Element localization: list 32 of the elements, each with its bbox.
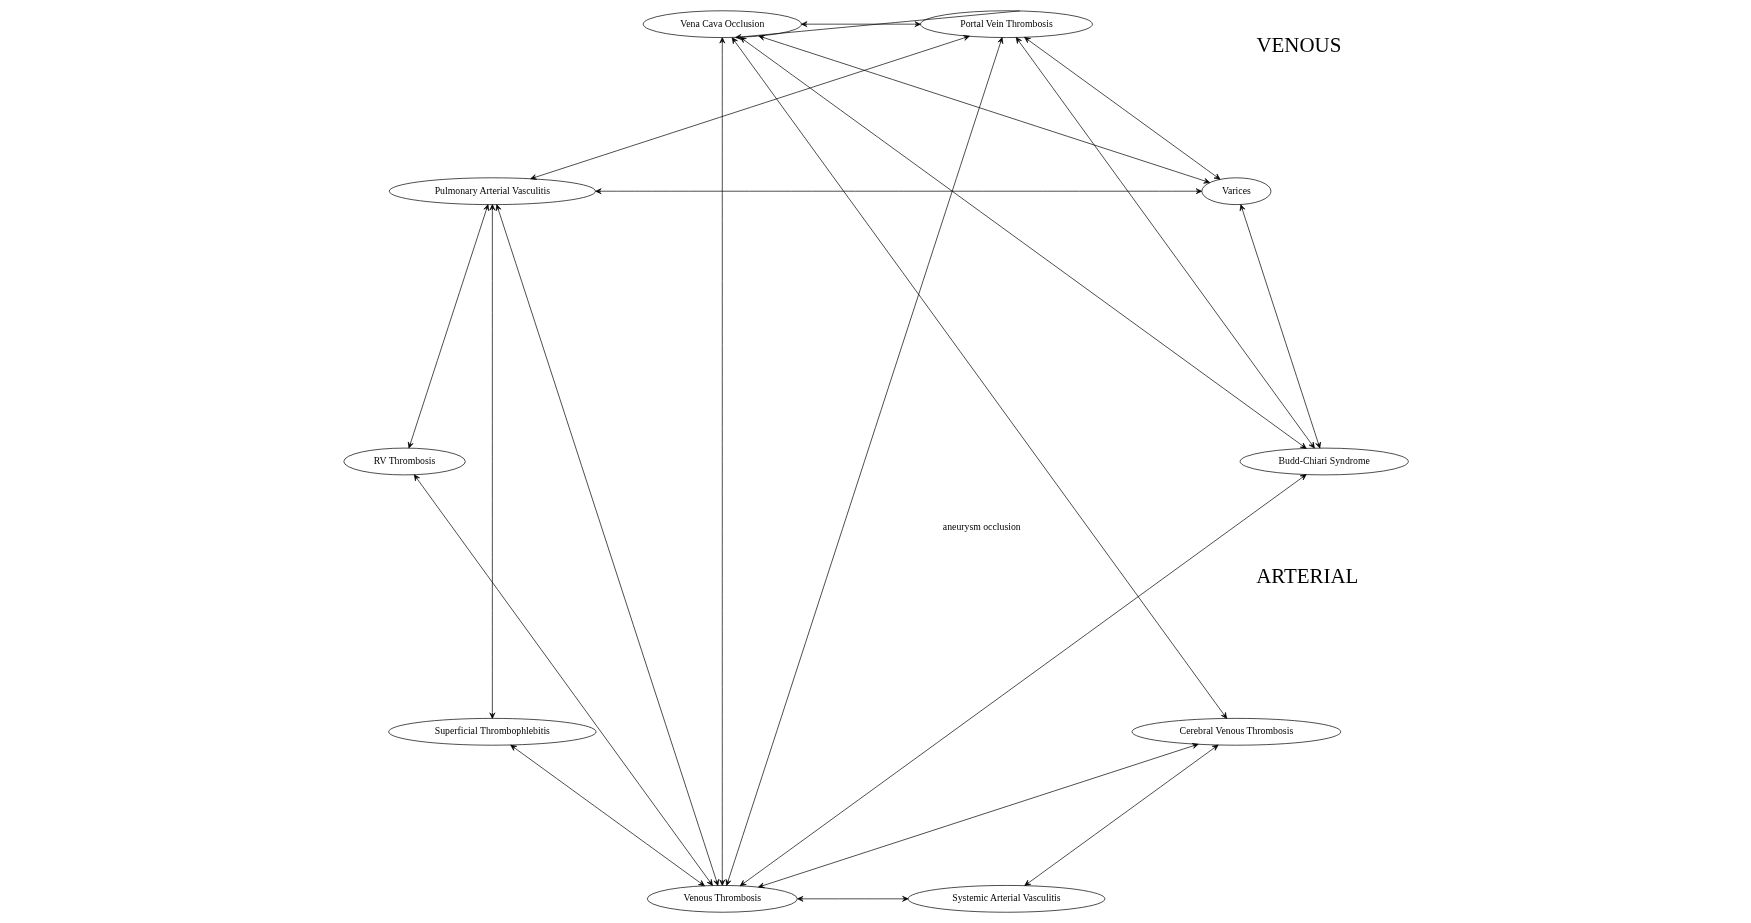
node-ellipse: Budd-Chiari Syndrome [1239, 447, 1409, 476]
label: aneurysm occlusion [942, 521, 1021, 533]
arrow [1239, 204, 1321, 449]
label: VENOUS [1255, 32, 1341, 57]
arrow [594, 188, 1202, 195]
arrow [529, 35, 970, 180]
arrow [800, 21, 921, 28]
arrow [1023, 36, 1220, 180]
node-ellipse: RV Thrombosis [342, 447, 466, 476]
arrow [489, 204, 495, 719]
label: ARTERIAL [1255, 563, 1358, 588]
arrow [739, 474, 1307, 887]
arrow [734, 10, 1020, 40]
arrow [413, 474, 713, 886]
arrow [796, 895, 908, 902]
arrow [1023, 744, 1218, 886]
arrow [407, 204, 489, 449]
node-ellipse: Systemic Arterial Vasculitis [907, 885, 1105, 913]
arrow [725, 37, 1003, 886]
node-ellipse: Venous Thrombosis [646, 885, 798, 913]
arrow [718, 37, 725, 886]
arrow [758, 35, 1210, 184]
node-ellipse: Cerebral Venous Thrombosis [1131, 718, 1341, 746]
arrow [731, 37, 1227, 719]
node-ellipse: Portal Vein Thrombosis [919, 10, 1093, 38]
node-ellipse: Superficial Thrombophlebitis [387, 718, 596, 746]
arrow [757, 743, 1199, 889]
arrow [495, 204, 719, 886]
arrow [739, 36, 1307, 449]
arrow [509, 744, 705, 887]
arrow [1015, 37, 1315, 449]
node-ellipse: Pulmonary Arterial Vasculitis [388, 177, 596, 205]
